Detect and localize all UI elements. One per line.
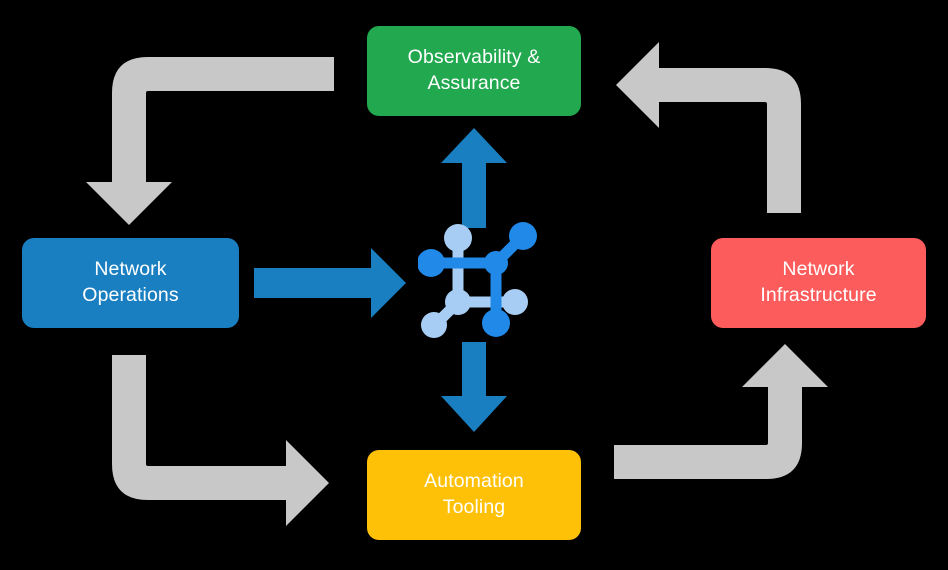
node-observability-assurance[interactable]: Observability & Assurance <box>367 26 581 116</box>
arrow-operations-to-automation <box>112 355 329 526</box>
arrow-center-to-automation <box>441 342 507 432</box>
arrow-center-to-observability <box>441 128 507 228</box>
node-network-operations[interactable]: Network Operations <box>22 238 239 328</box>
node-automation-tooling[interactable]: Automation Tooling <box>367 450 581 540</box>
arrow-infrastructure-to-observability <box>616 42 801 213</box>
node-network-infrastructure[interactable]: Network Infrastructure <box>711 238 926 328</box>
arrow-observability-to-operations <box>86 57 334 225</box>
network-topology-icon <box>418 222 537 338</box>
arrow-automation-to-infrastructure <box>614 344 828 479</box>
arrow-operations-to-center <box>254 248 406 318</box>
